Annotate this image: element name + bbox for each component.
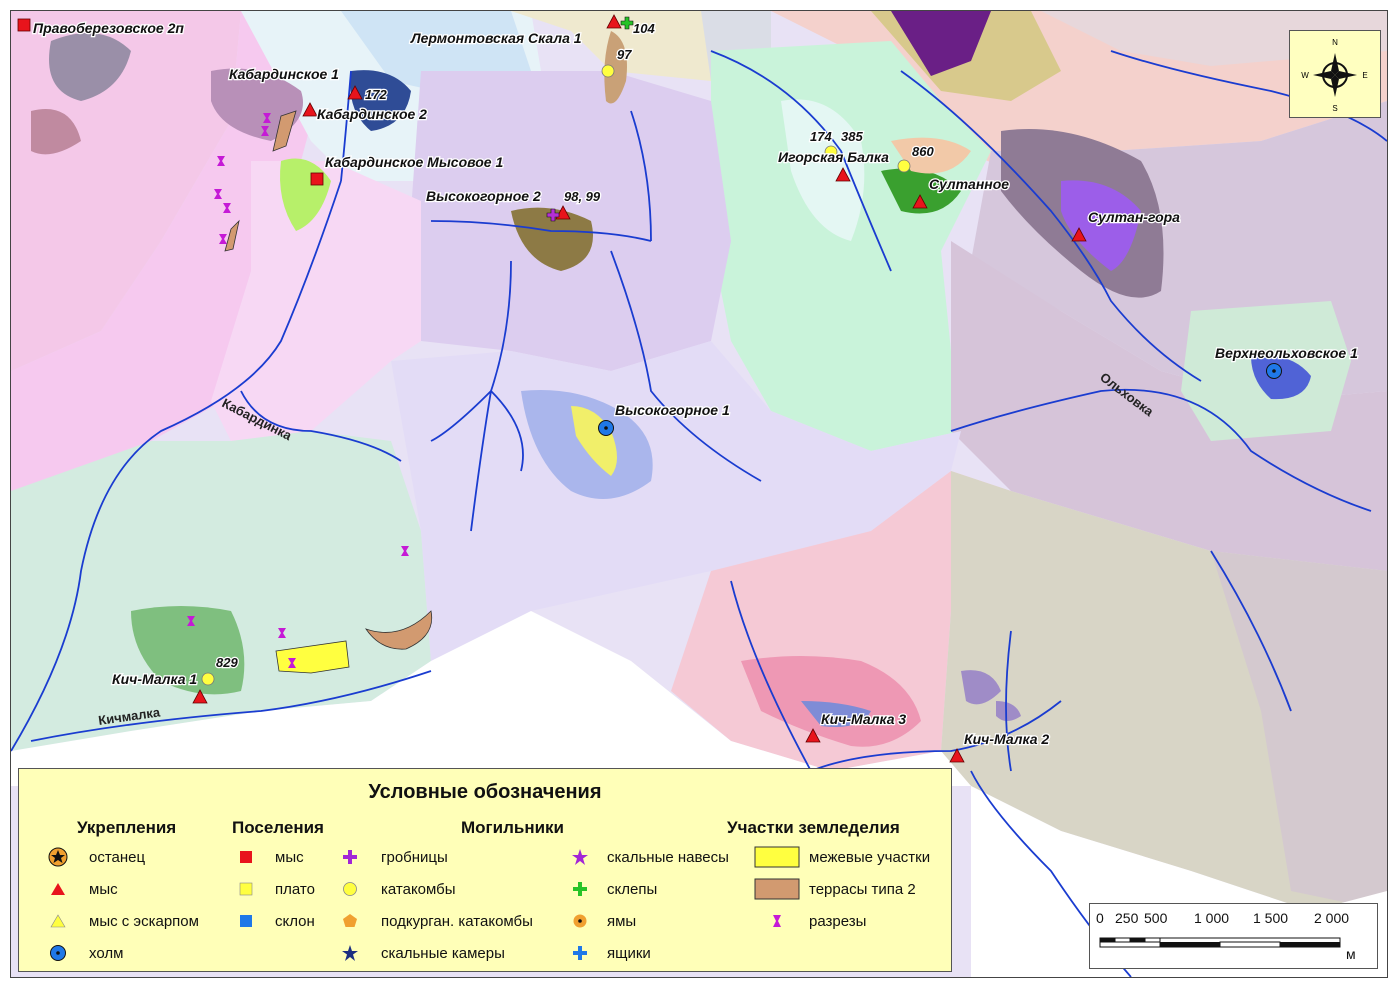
legend-item: склепы [563,877,657,901]
label-n829: 829 [216,655,238,670]
label-n385: 385 [841,129,863,144]
north-label: N [1332,38,1338,47]
label-kich-malka1: Кич-Малка 1 [112,671,197,687]
blue-circle-dot-icon [50,945,66,961]
cut-icon [773,915,781,927]
label-n104: 104 [633,21,655,36]
blue-cross-icon [573,946,587,960]
label-n98-99: 98, 99 [564,189,601,204]
legend-item: межевые участки [753,845,930,869]
legend-header-farming: Участки земледелия [727,818,900,837]
legend: Условные обозначения Укрепления Поселени… [18,768,952,972]
legend-header-settlements: Поселения [232,818,324,837]
purple-star-icon [572,849,588,865]
legend-item: подкурган. катакомбы [333,909,533,933]
scale-label-250: 250 [1115,910,1139,926]
scale-label-1500: 1 500 [1253,910,1289,926]
west-label: W [1301,71,1309,80]
site-patches [31,31,1311,747]
label-verkhneolkhovskoe: Верхнеольховское 1 [1215,345,1358,361]
scale-label-2000: 2 000 [1314,910,1350,926]
label-pravoberezovskoe: Правоберезовское 2п [33,20,184,36]
red-square-icon [240,851,252,863]
label-vysokogornoe1: Высокогорное 1 [615,402,730,418]
legend-item: разрезы [753,909,866,933]
yellow-rect-icon [754,846,800,868]
map-canvas[interactable]: Правоберезовское 2п Кабардинское 1 Кабар… [11,11,1387,977]
scale-label-1000: 1 000 [1194,910,1230,926]
purple-cross-icon [343,850,357,864]
green-cross-icon [573,882,587,896]
scale-bar-graphic [1099,937,1341,948]
yellow-square-icon [239,882,253,896]
label-kich-malka2: Кич-Малка 2 [964,731,1049,747]
legend-header-cemeteries: Могильники [461,818,565,837]
farming-plots [224,110,433,674]
north-arrow: N S E W [1289,30,1381,118]
scale-label-500: 500 [1144,910,1168,926]
label-n860: 860 [912,144,934,159]
label-kabardinskoe-mysovoe: Кабардинское Мысовое 1 [325,154,503,170]
scale-unit: м [1346,946,1356,962]
legend-item: скальные камеры [333,941,505,965]
orange-circle-dot-icon [573,914,587,928]
label-sultannoe: Султанное [929,176,1009,192]
label-kich-malka3: Кич-Малка 3 [821,711,906,727]
scale-bar: 0 250 500 1 000 1 500 2 000 м [1089,903,1378,969]
orange-pentagon-icon [343,914,357,927]
label-kabardinskoe2: Кабардинское 2 [317,106,427,122]
yellow-triangle-icon [50,914,66,928]
landscape-zones [11,11,1387,977]
legend-item: плато [229,877,315,901]
legend-item: террасы типа 2 [753,877,916,901]
label-n174: 174 [810,129,832,144]
site-symbols [17,14,1282,763]
scale-label-0: 0 [1096,910,1104,926]
legend-item: катакомбы [333,877,456,901]
map-frame: Правоберезовское 2п Кабардинское 1 Кабар… [10,10,1388,978]
rivers [11,50,1387,977]
legend-item: мыс с эскарпом [41,909,199,933]
label-sultan-gora: Султан-гора [1088,209,1180,225]
compass-icon: N S E W [1301,38,1367,113]
legend-item: мыс [229,845,304,869]
blue-star-icon [342,945,358,961]
label-n97: 97 [617,47,632,62]
blue-square-icon [240,915,252,927]
south-label: S [1332,104,1337,113]
label-igorskaya: Игорская Балка [778,149,889,165]
legend-item: ямы [563,909,636,933]
legend-item: склон [229,909,315,933]
legend-item: гробницы [333,845,448,869]
legend-title: Условные обозначения [368,781,602,803]
legend-item: останец [41,845,145,869]
star-circle-icon [48,847,68,867]
yellow-circle-icon [343,882,357,896]
legend-item: холм [41,941,123,965]
label-kabardinskoe1: Кабардинское 1 [229,66,339,82]
red-triangle-icon [51,883,65,895]
tan-rect-icon [754,878,800,900]
legend-header-fortifications: Укрепления [77,818,177,837]
legend-item: мыс [41,877,118,901]
site-labels: Правоберезовское 2п Кабардинское 1 Кабар… [32,19,1360,749]
east-label: E [1362,71,1367,80]
label-vysokogornoe2: Высокогорное 2 [426,188,541,204]
label-lermontovskaya: Лермонтовская Скала 1 [410,30,582,46]
legend-item: ящики [563,941,651,965]
label-n172: 172 [365,87,387,102]
legend-item: скальные навесы [563,845,729,869]
